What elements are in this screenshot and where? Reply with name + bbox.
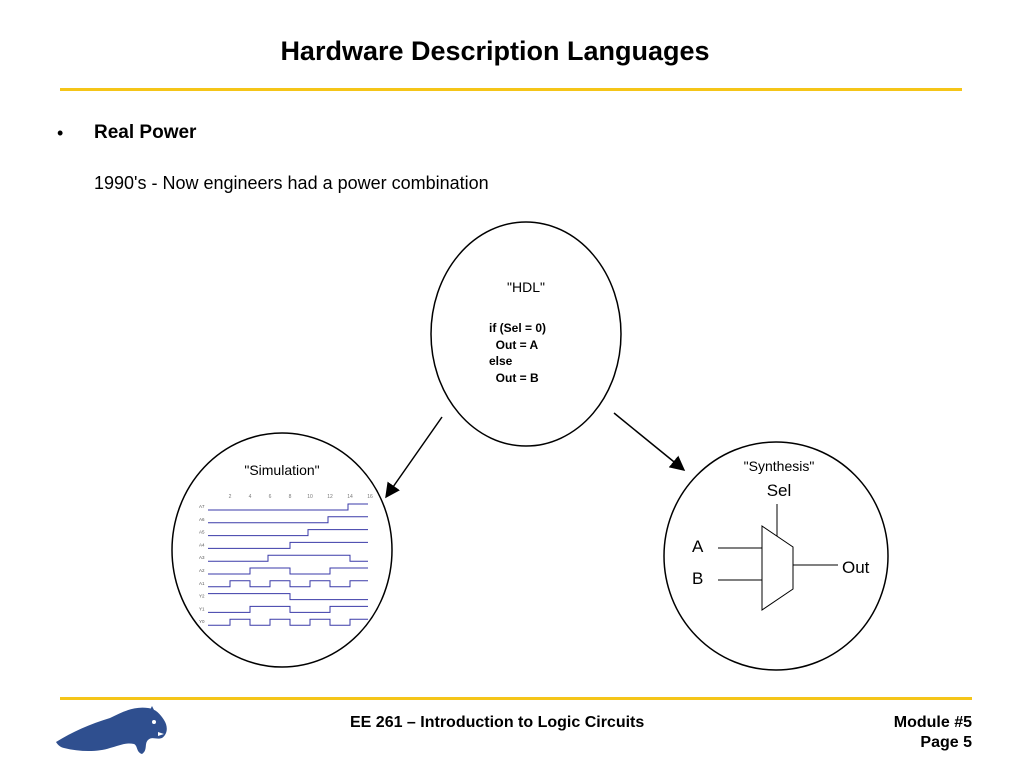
- sim-waveform: [208, 541, 368, 549]
- mux-sel-label: Sel: [767, 481, 792, 500]
- synthesis-label: "Synthesis": [744, 458, 815, 474]
- bullet-heading: Real Power: [94, 122, 197, 143]
- mux-output-label: Out: [842, 558, 870, 577]
- sim-time-tick: 2: [229, 494, 232, 500]
- sim-signal-name: A7: [199, 504, 205, 509]
- sim-waveform: [208, 580, 368, 588]
- simulation-circle: [171, 432, 393, 668]
- hdl-circle: [430, 221, 622, 447]
- sim-signal-name: Y1: [199, 606, 205, 611]
- arrow-to-simulation: [385, 416, 443, 499]
- sim-signal-name: Y2: [199, 594, 205, 599]
- hdl-code-line-4: Out = B: [489, 371, 539, 385]
- mux-input-a-label: A: [692, 537, 704, 556]
- simulation-label: "Simulation": [244, 462, 319, 478]
- sim-signal-name: A6: [199, 517, 205, 522]
- sim-signal-name: A3: [199, 555, 205, 560]
- bottom-rule: [60, 697, 972, 700]
- hdl-code-line-3: else: [489, 354, 513, 368]
- sim-time-tick: 10: [307, 494, 313, 500]
- footer-page: Page 5: [920, 734, 972, 751]
- sim-waveform: [208, 618, 368, 626]
- sim-time-tick: 12: [327, 494, 333, 500]
- sim-waveform: [208, 593, 368, 601]
- sim-time-tick: 6: [269, 494, 272, 500]
- arrow-to-synthesis: [613, 412, 686, 471]
- sim-time-tick: 14: [347, 494, 353, 500]
- footer-module: Module #5: [893, 714, 972, 731]
- hdl-label: "HDL": [507, 279, 545, 295]
- hdl-code-line-2: Out = A: [489, 338, 539, 352]
- sim-signal-name: A1: [199, 581, 205, 586]
- sim-signal-name: A4: [199, 542, 205, 547]
- sim-waveform: [208, 567, 368, 575]
- sim-waveform: [208, 605, 368, 613]
- slide-title: Hardware Description Languages: [280, 36, 710, 66]
- hdl-code-line-1: if (Sel = 0): [489, 321, 546, 335]
- sim-time-tick: 4: [249, 494, 252, 500]
- sim-signal-name: A5: [199, 530, 205, 535]
- mux-symbol: [761, 525, 794, 611]
- wildcat-logo: [56, 706, 167, 754]
- simulation-time-ticks: 2 4 6 8 10 12 14 16: [229, 494, 373, 500]
- sim-time-tick: 16: [367, 494, 373, 500]
- sim-time-tick: 8: [289, 494, 292, 500]
- footer-page-info: Module #5 Page 5: [894, 713, 972, 753]
- sim-waveform: [208, 516, 368, 524]
- sim-waveform: [208, 529, 368, 537]
- sim-signal-name: Y0: [199, 619, 205, 624]
- top-rule: [60, 88, 962, 91]
- bullet-dot: •: [57, 123, 64, 143]
- simulation-waveforms: [208, 503, 368, 626]
- sim-waveform: [208, 503, 368, 511]
- sim-waveform: [208, 554, 368, 562]
- sim-signal-name: A2: [199, 568, 205, 573]
- footer-course-title: EE 261 – Introduction to Logic Circuits: [350, 714, 645, 731]
- mux-input-b-label: B: [692, 569, 703, 588]
- subline-text: 1990's - Now engineers had a power combi…: [94, 173, 489, 193]
